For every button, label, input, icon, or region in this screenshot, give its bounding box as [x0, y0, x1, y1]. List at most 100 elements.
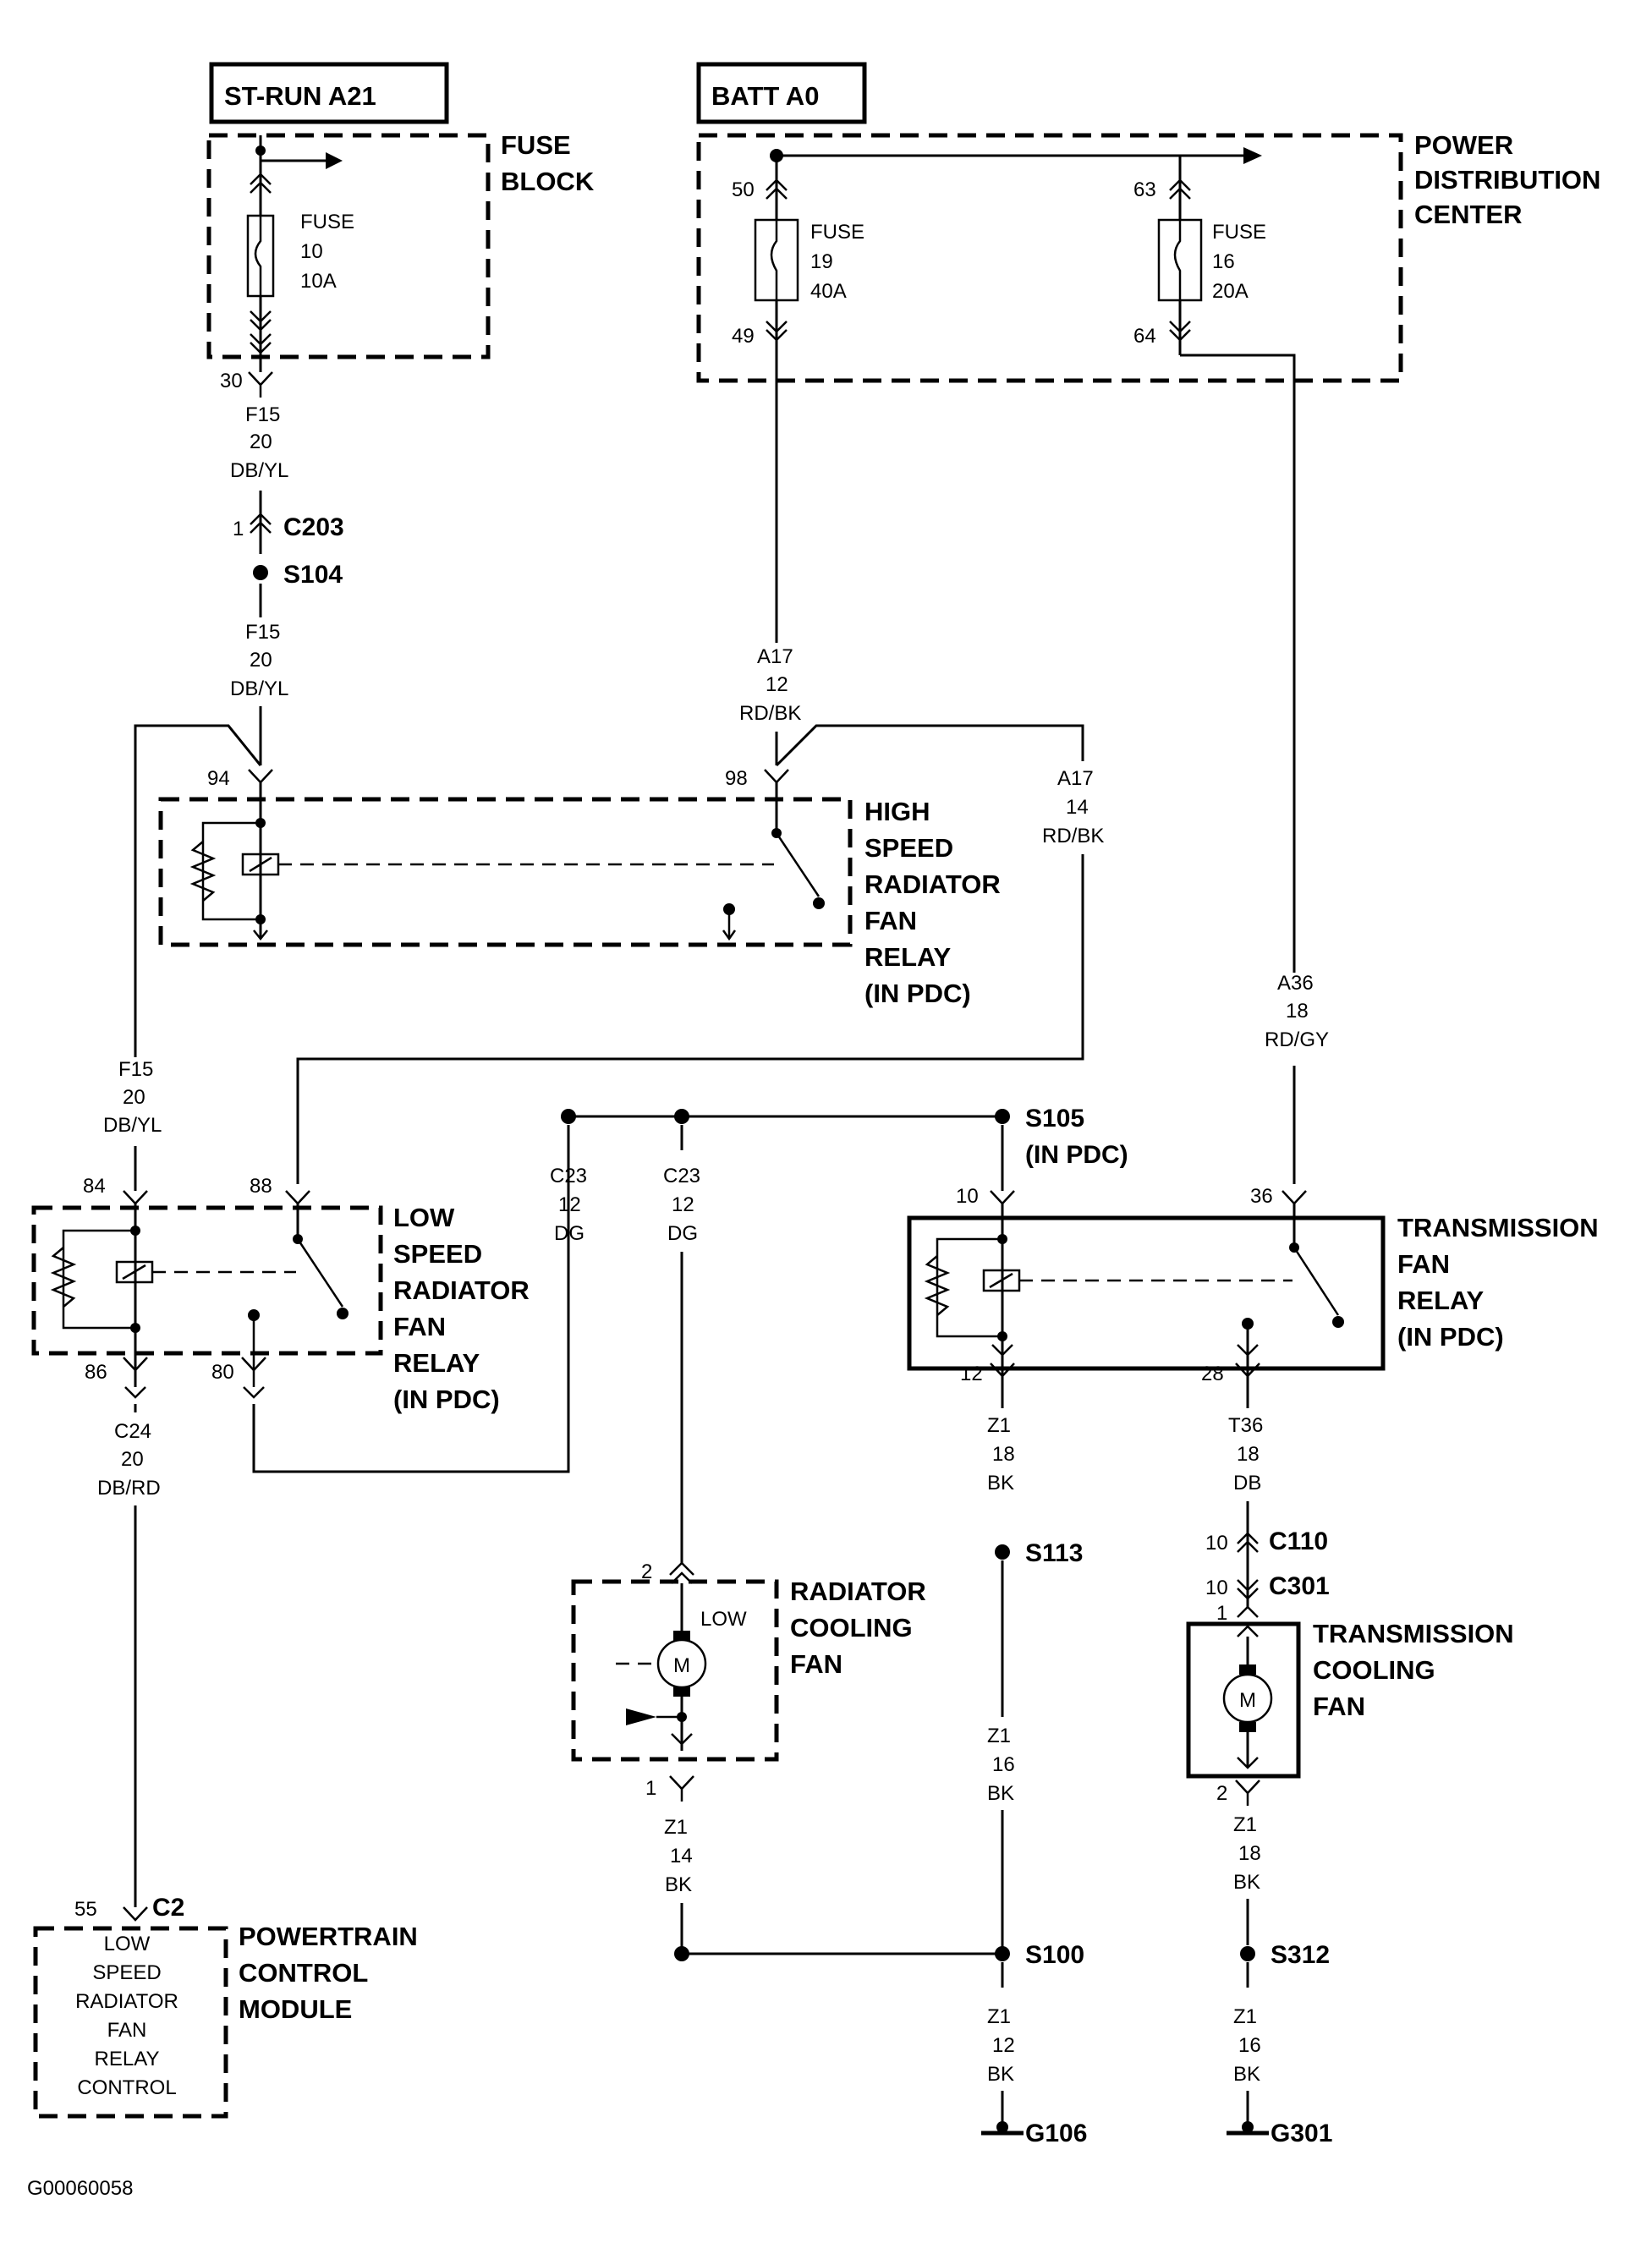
low-speed-relay: LOW SPEED RADIATOR FAN RELAY (IN PDC) 84…: [31, 1125, 570, 1473]
svg-text:18: 18: [992, 1443, 1015, 1466]
svg-text:RADIATOR: RADIATOR: [790, 1577, 926, 1606]
svg-text:RELAY: RELAY: [1397, 1286, 1485, 1315]
svg-text:84: 84: [83, 1175, 106, 1198]
svg-text:A17: A17: [757, 645, 793, 668]
svg-text:LOW: LOW: [700, 1608, 747, 1631]
figure-id: G00060058: [27, 2177, 133, 2200]
svg-text:20A: 20A: [1212, 280, 1249, 303]
svg-text:COOLING: COOLING: [1313, 1655, 1435, 1685]
svg-text:POWER: POWER: [1414, 130, 1513, 160]
svg-text:FUSE: FUSE: [501, 130, 571, 160]
svg-text:C203: C203: [283, 513, 344, 541]
svg-text:FAN: FAN: [1397, 1249, 1450, 1279]
svg-text:F15: F15: [245, 403, 280, 426]
svg-text:DB/RD: DB/RD: [97, 1477, 161, 1500]
svg-text:F15: F15: [245, 621, 280, 644]
svg-text:FUSE: FUSE: [300, 211, 354, 233]
svg-text:RADIATOR: RADIATOR: [393, 1275, 530, 1305]
svg-text:C24: C24: [114, 1420, 151, 1443]
svg-text:14: 14: [1066, 796, 1089, 819]
svg-text:18: 18: [1238, 1842, 1261, 1865]
svg-text:RADIATOR: RADIATOR: [864, 869, 1001, 899]
svg-text:SPEED: SPEED: [393, 1239, 482, 1269]
svg-text:FAN: FAN: [393, 1312, 446, 1341]
svg-text:A17: A17: [1057, 767, 1094, 790]
svg-text:Z1: Z1: [664, 1816, 688, 1839]
a17-wire: A17 12 RD/BK A17 14 RD/BK: [296, 389, 1104, 1184]
svg-text:DB/YL: DB/YL: [230, 459, 288, 482]
svg-text:FAN: FAN: [790, 1649, 842, 1679]
svg-text:C2: C2: [152, 1894, 184, 1922]
svg-text:30: 30: [220, 370, 243, 392]
svg-text:19: 19: [810, 250, 833, 273]
svg-text:12: 12: [672, 1193, 694, 1216]
svg-text:10: 10: [1205, 1532, 1228, 1555]
f15-wire: F15 20 DB/YL 1 C203 S104 F15 20 DB/YL: [134, 403, 344, 1057]
svg-text:C23: C23: [663, 1165, 700, 1187]
svg-text:36: 36: [1250, 1185, 1273, 1208]
svg-text:FUSE: FUSE: [1212, 221, 1266, 244]
svg-text:G106: G106: [1025, 2120, 1087, 2147]
svg-text:16: 16: [1212, 250, 1235, 273]
svg-text:FAN: FAN: [1313, 1692, 1365, 1721]
svg-text:DB/YL: DB/YL: [103, 1114, 162, 1137]
svg-text:40A: 40A: [810, 280, 847, 303]
svg-text:CENTER: CENTER: [1414, 200, 1522, 229]
svg-text:RELAY: RELAY: [864, 942, 952, 972]
high-speed-relay: HIGH SPEED RADIATOR FAN RELAY (IN PDC) 9…: [158, 767, 1001, 1008]
svg-text:BK: BK: [665, 1873, 692, 1896]
svg-text:Z1: Z1: [987, 2005, 1011, 2028]
svg-text:S312: S312: [1271, 1941, 1330, 1969]
svg-text:14: 14: [670, 1845, 693, 1867]
svg-text:A36: A36: [1277, 972, 1314, 995]
svg-text:TRANSMISSION: TRANSMISSION: [1397, 1213, 1599, 1242]
svg-text:DG: DG: [667, 1222, 698, 1245]
svg-text:RD/GY: RD/GY: [1265, 1028, 1329, 1051]
svg-text:1: 1: [1216, 1602, 1227, 1625]
svg-text:86: 86: [85, 1361, 107, 1384]
svg-text:RADIATOR: RADIATOR: [75, 1990, 178, 2013]
svg-text:Z1: Z1: [987, 1725, 1011, 1747]
svg-text:98: 98: [725, 767, 748, 790]
svg-text:S113: S113: [1025, 1539, 1083, 1567]
svg-text:T36: T36: [1228, 1414, 1263, 1437]
svg-text:RELAY: RELAY: [393, 1348, 480, 1378]
svg-text:12: 12: [992, 2034, 1015, 2057]
svg-text:BK: BK: [987, 1782, 1014, 1805]
f15-to-low-relay: F15 20 DB/YL: [103, 1058, 162, 1191]
transmission-cooling-fan: 1 TRANSMISSION COOLING FAN M 2: [1186, 1602, 1514, 1806]
svg-text:RD/BK: RD/BK: [1042, 825, 1104, 847]
svg-text:LOW: LOW: [393, 1203, 455, 1232]
svg-text:FUSE: FUSE: [810, 221, 864, 244]
svg-text:2: 2: [1216, 1782, 1227, 1805]
svg-text:10: 10: [956, 1185, 979, 1208]
svg-text:80: 80: [211, 1361, 234, 1384]
z1-ground-branch-b: Z1 18 BK S312 Z1 16 BK G301: [1227, 1813, 1332, 2147]
svg-text:COOLING: COOLING: [790, 1613, 913, 1643]
svg-text:BK: BK: [1233, 1871, 1260, 1894]
svg-text:RD/BK: RD/BK: [739, 702, 801, 725]
svg-text:TRANSMISSION: TRANSMISSION: [1313, 1619, 1514, 1648]
svg-text:DG: DG: [554, 1222, 585, 1245]
svg-text:Z1: Z1: [1233, 2005, 1257, 2028]
svg-text:18: 18: [1286, 1000, 1309, 1023]
fuse-block: FUSE BLOCK FUSE 10 10A 30: [206, 130, 595, 398]
svg-text:55: 55: [74, 1898, 97, 1921]
batt-title-box: BATT A0: [696, 62, 867, 124]
svg-text:49: 49: [732, 325, 755, 348]
svg-text:50: 50: [732, 178, 755, 201]
svg-text:FAN: FAN: [864, 906, 917, 935]
svg-text:20: 20: [123, 1086, 145, 1109]
svg-text:2: 2: [641, 1560, 652, 1583]
svg-text:F15: F15: [118, 1058, 153, 1081]
radiator-cooling-fan: RADIATOR COOLING FAN 2 LOW M 1 Z1 14 BK: [571, 1560, 926, 1950]
svg-text:DISTRIBUTION: DISTRIBUTION: [1414, 165, 1600, 195]
svg-text:20: 20: [250, 649, 272, 672]
svg-text:S100: S100: [1025, 1941, 1084, 1969]
svg-text:CONTROL: CONTROL: [239, 1958, 368, 1988]
svg-text:C110: C110: [1269, 1527, 1328, 1555]
svg-text:ST-RUN A21: ST-RUN A21: [224, 81, 376, 111]
svg-text:FAN: FAN: [107, 2019, 147, 2042]
svg-text:C301: C301: [1269, 1572, 1330, 1600]
